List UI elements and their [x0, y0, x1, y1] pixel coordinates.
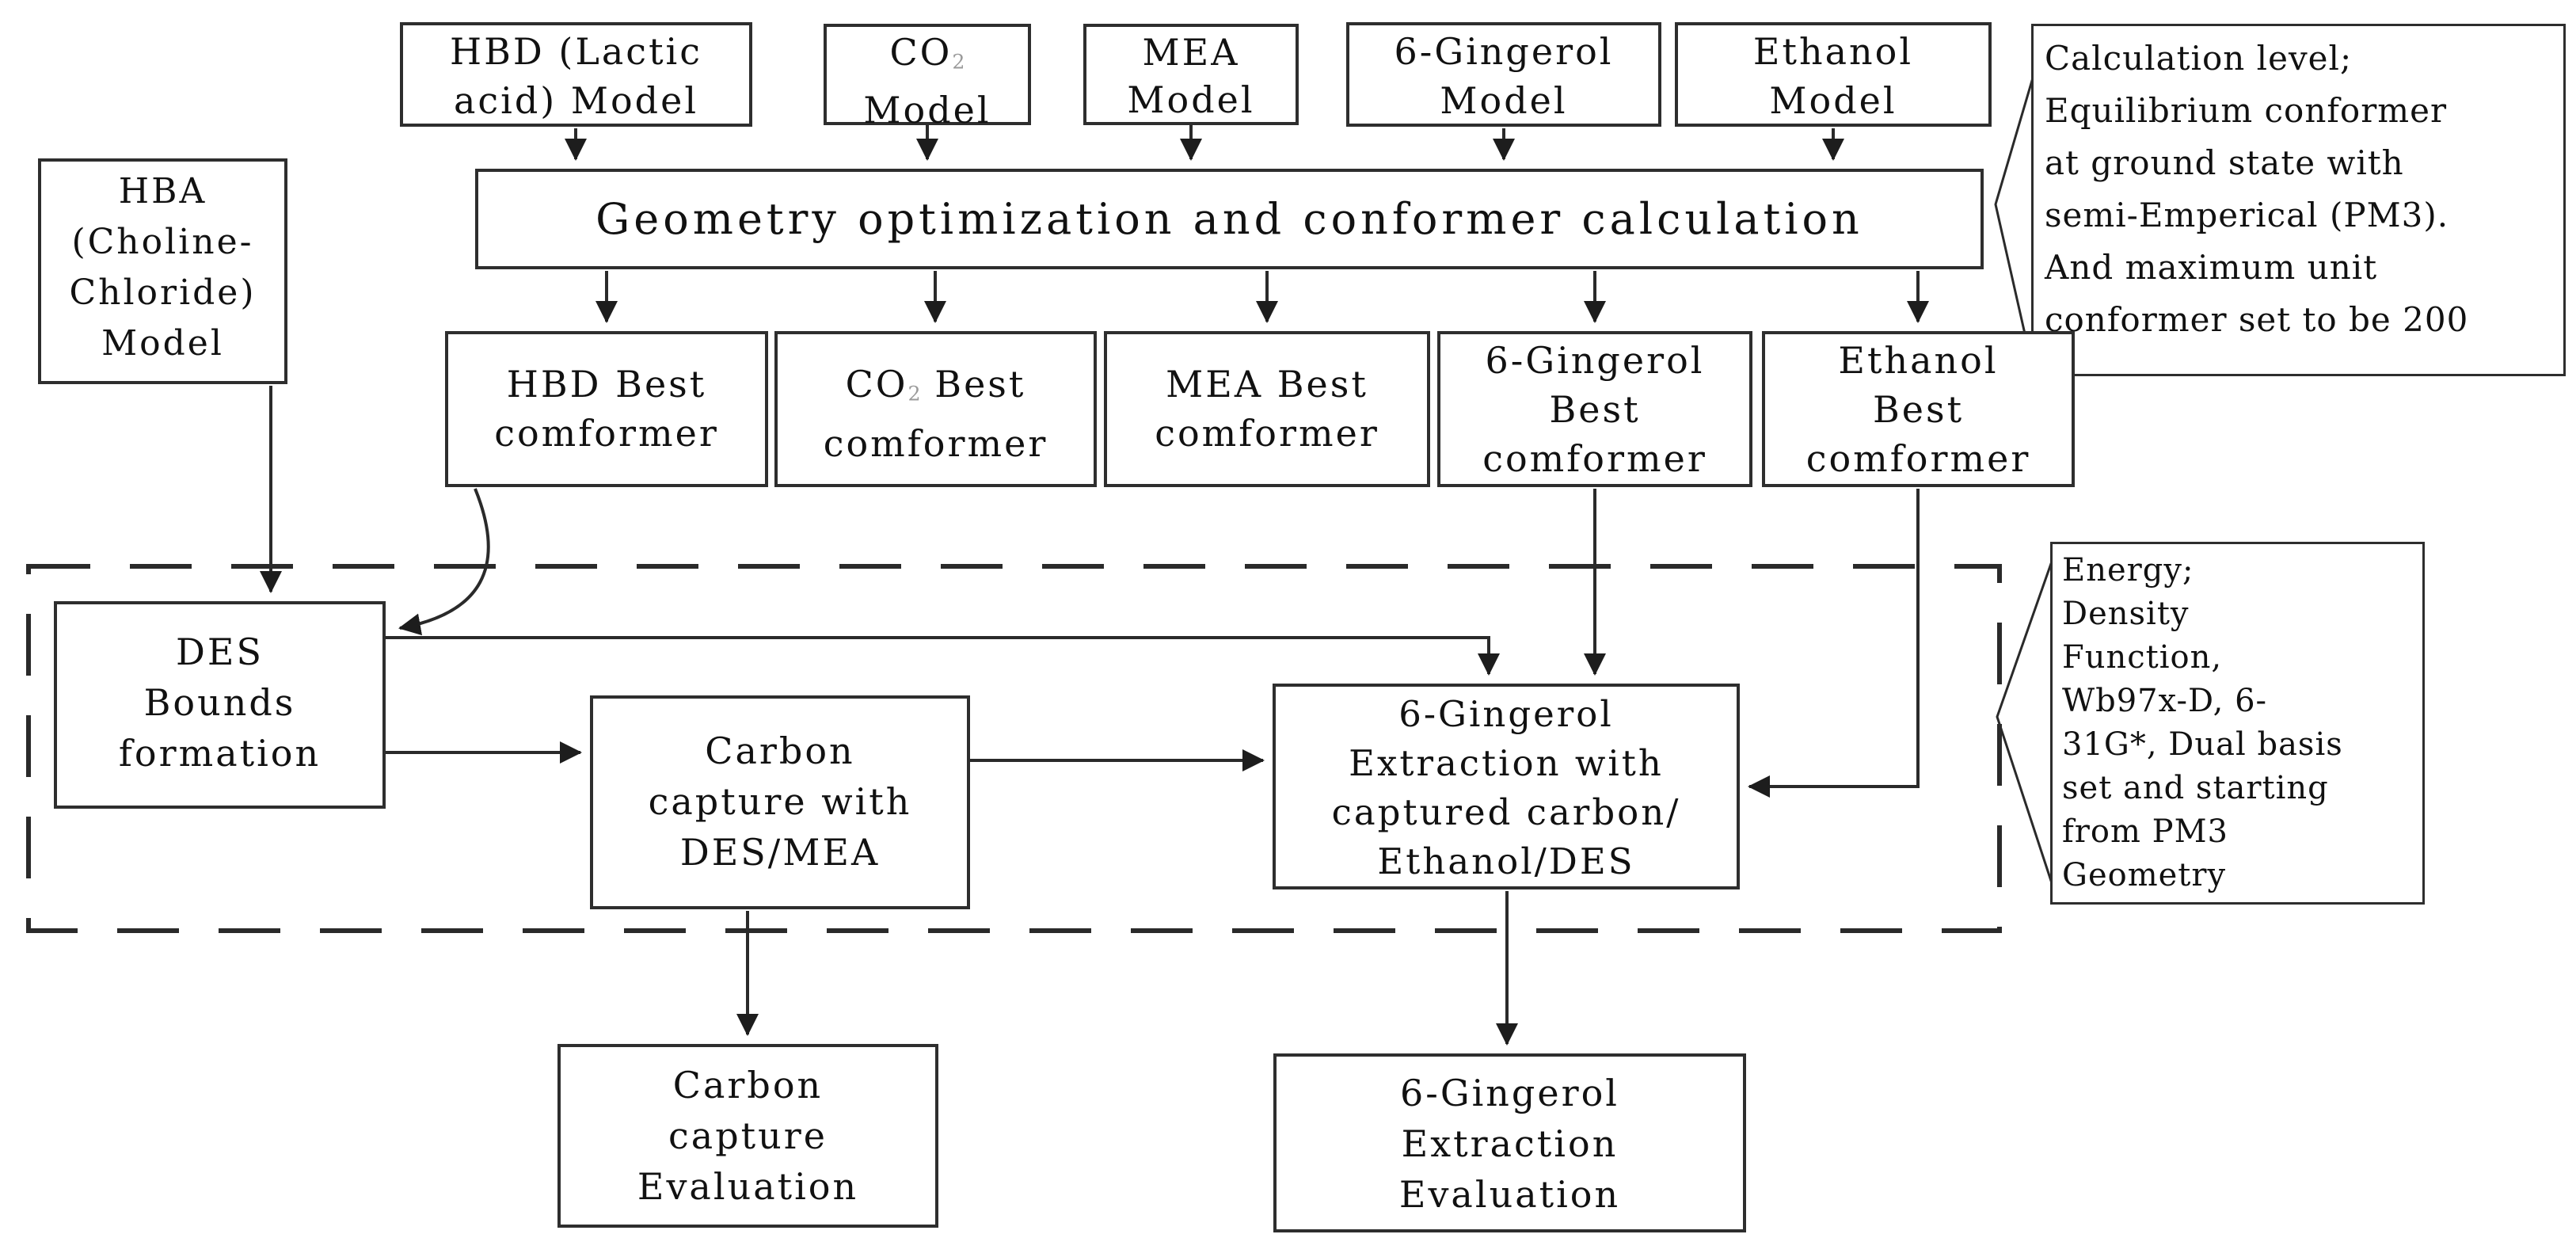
box-line: 6-Gingerol	[1400, 1072, 1619, 1114]
hba-choline-chloride-model-box: HBA (Choline- Chloride) Model	[38, 158, 287, 384]
box-line: Model	[1769, 79, 1897, 122]
mea-best-conformer-box: MEA Best comformer	[1104, 331, 1430, 487]
box-line: formation	[118, 732, 322, 775]
box-line: Evaluation	[637, 1165, 859, 1208]
box-line: DES	[176, 630, 264, 673]
co2-best-conformer-box: CO2 Best comformer	[774, 331, 1097, 487]
note-line: set and starting	[2062, 770, 2329, 806]
note-line: conformer set to be 200	[2045, 300, 2469, 339]
box-line: Bounds	[143, 681, 296, 724]
callout-pointer-energy-note	[1996, 558, 2054, 886]
note-line: Geometry	[2062, 857, 2227, 893]
box-line: Carbon	[672, 1064, 824, 1107]
box-line: DES/MEA	[679, 831, 881, 874]
co2-subscript: 2	[952, 50, 965, 74]
arrow-hbd-best-to-des	[398, 488, 490, 636]
carbon-capture-evaluation-box: Carbon capture Evaluation	[557, 1044, 938, 1228]
dashed-stage-frame	[26, 564, 2002, 933]
box-line: comformer	[1805, 437, 2031, 480]
box-line: capture with	[648, 780, 912, 823]
box-line: Carbon	[705, 729, 855, 772]
des-bounds-formation-box: DES Bounds formation	[54, 601, 386, 809]
note-line: semi-Emperical (PM3).	[2045, 196, 2449, 234]
note-line: at ground state with	[2045, 143, 2404, 182]
box-line: Model	[1127, 78, 1255, 121]
box-line: Best	[1872, 388, 1965, 431]
ethanol-model-box: Ethanol Model	[1675, 22, 1992, 127]
note-line: Equilibrium conformer	[2045, 91, 2448, 130]
box-line: Ethanol	[1752, 30, 1914, 73]
box-line: CO2	[889, 31, 965, 74]
box-line: Model	[101, 323, 224, 364]
hbd-lactic-acid-model-box: HBD (Lactic acid) Model	[400, 22, 752, 127]
calculation-level-note: Calculation level; Equilibrium conformer…	[2031, 24, 2566, 376]
box-line: MEA	[1142, 31, 1240, 74]
gingerol-model-box: 6-Gingerol Model	[1346, 22, 1661, 127]
gingerol-best-conformer-box: 6-Gingerol Best comformer	[1437, 331, 1752, 487]
box-line: comformer	[1155, 412, 1379, 455]
box-line: (Choline-	[71, 222, 254, 262]
box-line: 6-Gingerol	[1394, 30, 1614, 73]
energy-level-note: Energy; Density Function, Wb97x-D, 6- 31…	[2050, 542, 2425, 905]
box-line: Extraction with	[1349, 742, 1664, 784]
box-line: Extraction	[1401, 1122, 1619, 1165]
note-line: And maximum unit	[2045, 248, 2378, 287]
box-line: Evaluation	[1398, 1173, 1621, 1216]
gingerol-extraction-box: 6-Gingerol Extraction with captured carb…	[1273, 684, 1740, 889]
box-line: captured carbon/	[1331, 791, 1681, 833]
co2-model-box: CO2 Model	[824, 24, 1031, 131]
note-line: Energy;	[2062, 552, 2194, 589]
box-line: HBD Best	[506, 363, 707, 406]
callout-pointer-calc-note	[1994, 74, 2035, 373]
box-line: 6-Gingerol	[1485, 339, 1705, 382]
box-line: Geometry optimization and conformer calc…	[595, 194, 1863, 244]
box-line: HBD (Lactic	[449, 30, 703, 73]
box-line: comformer	[1482, 437, 1707, 480]
note-line: from PM3	[2062, 813, 2228, 850]
gingerol-extraction-evaluation-box: 6-Gingerol Extraction Evaluation	[1273, 1053, 1746, 1232]
box-line: 6-Gingerol	[1398, 693, 1614, 735]
box-line: Model	[863, 88, 991, 131]
box-line: Best	[1549, 388, 1641, 431]
arrow-ethanol-best-to-extraction	[1748, 489, 1920, 798]
box-line: Model	[1440, 79, 1568, 122]
ethanol-best-conformer-box: Ethanol Best comformer	[1762, 331, 2075, 487]
box-line: comformer	[494, 412, 719, 455]
box-line: CO2 Best	[845, 363, 1026, 406]
box-line: Ethanol/DES	[1377, 840, 1635, 882]
co2-subscript: 2	[907, 382, 921, 406]
hbd-best-conformer-box: HBD Best comformer	[445, 331, 768, 487]
arrow-des-to-extraction	[386, 636, 1500, 676]
geometry-optimization-box: Geometry optimization and conformer calc…	[475, 169, 1984, 269]
note-line: Wb97x-D, 6-	[2062, 683, 2268, 719]
carbon-capture-box: Carbon capture with DES/MEA	[590, 695, 970, 909]
box-line: Chloride)	[69, 272, 257, 313]
note-line: Calculation level;	[2045, 39, 2353, 78]
note-line: Function,	[2062, 639, 2223, 676]
note-line: 31G*, Dual basis	[2062, 726, 2343, 763]
box-line: acid) Model	[453, 79, 699, 122]
mea-model-box: MEA Model	[1083, 24, 1299, 125]
box-line: Ethanol	[1838, 339, 1999, 382]
box-line: MEA Best	[1166, 363, 1368, 406]
box-line: comformer	[823, 421, 1048, 465]
note-line: Density	[2062, 596, 2190, 632]
box-line: HBA	[118, 171, 207, 211]
box-line: capture	[668, 1114, 828, 1157]
